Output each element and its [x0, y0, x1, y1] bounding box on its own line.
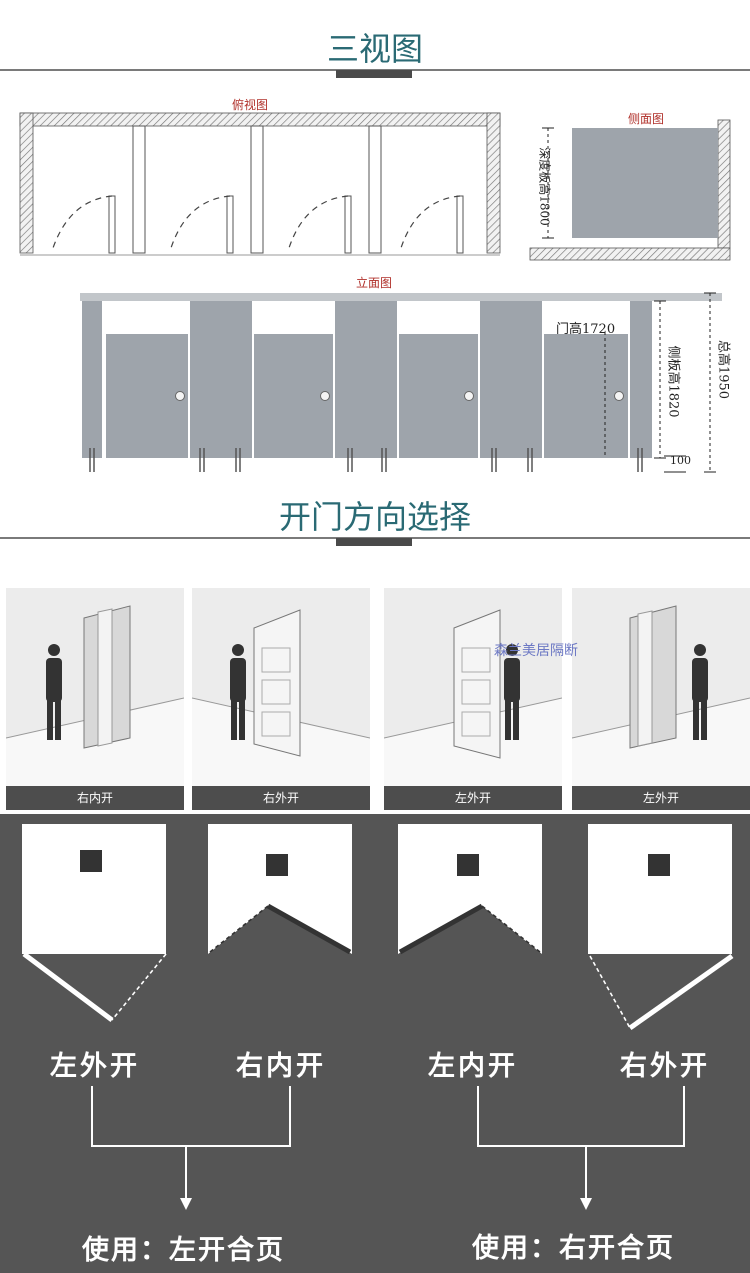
label-right-outward: 右外开 [620, 1051, 710, 1082]
front-view-label: 立面图 [356, 276, 393, 290]
photo-caption: 左外开 [572, 786, 750, 810]
side-panel-height-label: 侧板高1820 [665, 345, 681, 418]
door-swing-diagrams [22, 824, 734, 1210]
photo-right-inward: 右内开 [6, 588, 184, 810]
door-height-label: 门高1720 [556, 322, 616, 337]
side-view-diagram [529, 119, 731, 261]
front-view-diagram [80, 292, 722, 473]
section-divider-tab [336, 70, 412, 78]
watermark-text: 森兰美居隔断 [494, 643, 578, 659]
top-view-diagram [19, 112, 501, 256]
section-title-three-views: 三视图 [326, 30, 423, 68]
total-height-label: 总高1950 [715, 339, 731, 400]
door-scene-illustration [192, 609, 370, 786]
photo-left-outward: 左外开 [384, 588, 562, 810]
section-divider-tab [336, 538, 412, 546]
usage-right-hinge: 使用：右开合页 [472, 1233, 675, 1264]
label-left-outward: 左外开 [50, 1051, 140, 1082]
section-title-door-direction: 开门方向选择 [278, 498, 471, 536]
label-right-inward: 右内开 [236, 1051, 326, 1082]
leg-height-label: 100 [670, 454, 691, 467]
usage-left-hinge: 使用：左开合页 [82, 1235, 285, 1266]
top-view-label: 俯视图 [232, 98, 269, 112]
photo-caption: 左外开 [384, 786, 562, 810]
door-scene-illustration [6, 605, 184, 786]
label-left-inward: 左内开 [428, 1051, 518, 1082]
depth-height-label: 深度板高1800 [537, 147, 552, 226]
photo-right-outward: 右外开 [192, 588, 370, 810]
door-scene-illustration [384, 609, 562, 786]
photo-left-outward-2: 左外开 [572, 588, 750, 810]
door-scene-illustration [572, 605, 750, 786]
side-view-label: 侧面图 [628, 112, 665, 126]
photo-caption: 右外开 [192, 786, 370, 810]
photo-caption: 右内开 [6, 786, 184, 810]
